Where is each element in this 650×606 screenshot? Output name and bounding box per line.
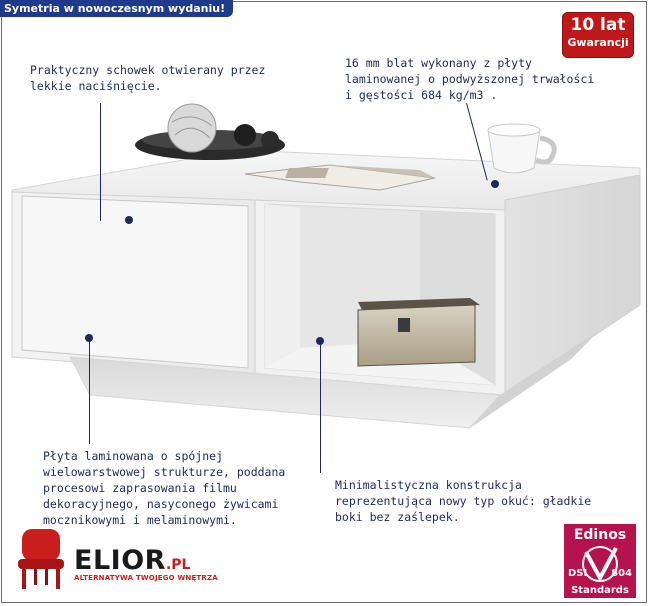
table-side (504, 174, 641, 396)
callout-board-dot (85, 334, 93, 342)
table-base-side (470, 330, 600, 428)
callout-drawer: Praktyczny schowek otwierany przez lekki… (30, 63, 266, 93)
header-title: Symetria w nowoczesnym wydaniu! (0, 0, 234, 17)
callout-construction-line (320, 343, 321, 473)
checkmark-icon (582, 546, 618, 582)
logo-tagline: ALTERNATYWA TWOJEGO WNĘTRZA (74, 574, 218, 582)
storage-box (357, 304, 476, 367)
elior-logo: ELIOR.PL ALTERNATYWA TWOJEGO WNĘTRZA (74, 545, 218, 582)
red-chair-icon (18, 529, 64, 589)
callout-top-dot (491, 180, 499, 188)
decor-ball (234, 124, 256, 146)
drawer-front (21, 195, 249, 369)
logo-tld: .PL (165, 557, 191, 573)
callout-board: Płyta laminowana o spójnej wielowarstwow… (43, 449, 286, 527)
edinos-certificate: Edinos DSI 804 Standards (564, 524, 636, 598)
edinos-number: 804 (611, 568, 632, 579)
callout-drawer-dot (125, 216, 133, 224)
warranty-label: Gwarancji (567, 36, 629, 49)
callout-construction-dot (316, 337, 324, 345)
edinos-standards: Standards (571, 585, 629, 596)
callout-drawer-line (100, 103, 101, 221)
warranty-years: 10 lat (570, 15, 626, 35)
callout-construction: Minimalistyczna konstrukcja reprezentują… (335, 478, 592, 524)
coffee-cup (487, 129, 541, 174)
compartment-left-wall (265, 204, 300, 368)
logo-brand: ELIOR (74, 545, 166, 576)
callout-top: 16 mm blat wykonany z płyty laminowanej … (345, 56, 595, 102)
warranty-badge: 10 lat Gwarancji (562, 12, 634, 58)
edinos-name: Edinos (573, 527, 627, 543)
edinos-dsi: DSI (568, 568, 588, 579)
callout-board-line (89, 340, 90, 444)
